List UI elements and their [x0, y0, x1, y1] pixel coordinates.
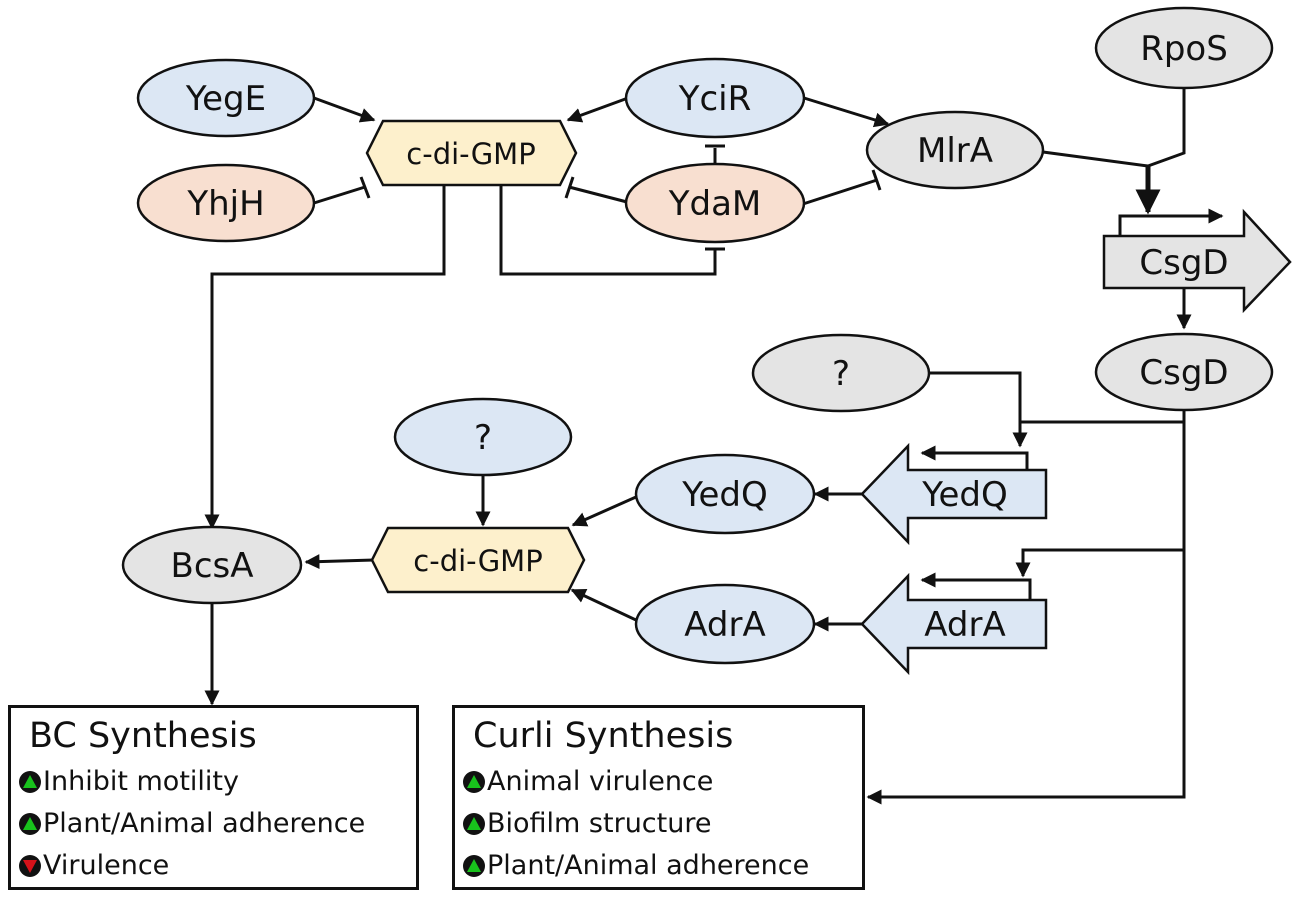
svg-text:YdaM: YdaM	[668, 184, 762, 224]
svg-text:RpoS: RpoS	[1140, 29, 1228, 69]
curli-synthesis-title: Curli Synthesis	[473, 716, 734, 756]
svg-text:MlrA: MlrA	[917, 131, 993, 171]
svg-text:?: ?	[474, 418, 492, 458]
adra-promoter-arrow	[920, 572, 1032, 600]
node-cdigmp-top: c-di-GMP	[365, 119, 578, 187]
edge-yhjh-inhibits-cdigmp	[313, 185, 366, 205]
edge-yhjh-inhibit-bar	[359, 176, 371, 199]
curli-item-plant-animal-adherence: Plant/Animal adherence	[463, 850, 809, 881]
node-csgd-protein: CsgD	[1094, 332, 1274, 412]
node-unknown-center: ?	[393, 397, 573, 477]
up-marker-icon	[463, 812, 485, 835]
node-cdigmp-bottom: c-di-GMP	[370, 526, 586, 594]
edge-ydam-mlra-bar	[871, 169, 882, 191]
bc-item-inhibit-motility: Inhibit motility	[19, 766, 239, 797]
gene-yedq: YedQ	[860, 442, 1048, 546]
node-yege: YegE	[136, 58, 316, 138]
svg-text:AdrA: AdrA	[684, 605, 765, 645]
svg-text:YedQ: YedQ	[921, 475, 1008, 515]
node-bcsa: BcsA	[121, 525, 303, 605]
edge-csgd-to-adra	[1015, 548, 1184, 578]
svg-text:BcsA: BcsA	[171, 546, 254, 586]
svg-text:YegE: YegE	[185, 79, 266, 119]
edge-cdigmp-to-bcsa-bottom	[304, 554, 375, 570]
up-marker-icon	[463, 770, 485, 793]
csgd-promoter-arrow	[1118, 208, 1224, 236]
node-adra-protein: AdrA	[634, 583, 816, 665]
edge-yedq-to-cdigmp	[571, 495, 637, 527]
edge-ydam-inhibits-cdigmp	[568, 185, 628, 204]
svg-text:CsgD: CsgD	[1139, 243, 1228, 283]
bc-synthesis-box: BC Synthesis Inhibit motility Plant/Anim…	[8, 705, 419, 890]
edge-mlra-to-csgd	[1042, 150, 1149, 168]
svg-text:CsgD: CsgD	[1139, 353, 1228, 393]
svg-text:c-di-GMP: c-di-GMP	[406, 137, 535, 171]
up-marker-icon	[463, 854, 485, 877]
curli-synthesis-box: Curli Synthesis Animal virulence Biofilm…	[452, 705, 865, 890]
edge-ycir-to-cdigmp	[566, 96, 629, 123]
yedq-promoter-arrow	[920, 445, 1029, 470]
svg-text:c-di-GMP: c-di-GMP	[413, 544, 542, 578]
svg-text:YedQ: YedQ	[681, 475, 768, 515]
up-marker-icon	[19, 770, 41, 793]
node-yhjh: YhjH	[136, 163, 316, 243]
edge-cdigmp-to-bcsa	[204, 184, 446, 530]
edge-rpos-to-csgd	[1147, 88, 1186, 168]
svg-text:?: ?	[832, 354, 850, 394]
node-ycir: YciR	[624, 57, 806, 139]
edge-unknown-to-yedq	[928, 371, 1028, 448]
svg-text:AdrA: AdrA	[924, 605, 1005, 645]
edge-ydam-inhibit-bar	[564, 176, 575, 199]
edges	[204, 88, 1224, 805]
edge-csgd-to-curli	[866, 408, 1186, 805]
bc-synthesis-title: BC Synthesis	[29, 716, 257, 756]
up-marker-icon	[19, 812, 41, 835]
node-mlra: MlrA	[865, 110, 1045, 190]
svg-text:YhjH: YhjH	[186, 184, 264, 224]
svg-text:YciR: YciR	[678, 79, 752, 119]
edge-yege-to-cdigmp	[313, 96, 376, 123]
edge-adra-to-cdigmp	[570, 588, 637, 622]
gene-csgd: CsgD	[1102, 208, 1292, 314]
edge-cdigmp-inhibits-ydam	[499, 184, 717, 276]
bc-item-virulence: Virulence	[19, 850, 169, 881]
node-rpos: RpoS	[1094, 6, 1274, 90]
edge-ydam-inhibits-mlra	[802, 178, 878, 206]
curli-item-biofilm-structure: Biofilm structure	[463, 808, 711, 839]
node-unknown-right: ?	[751, 333, 931, 413]
node-yedq-protein: YedQ	[634, 453, 816, 535]
gene-adra: AdrA	[860, 572, 1048, 676]
node-ydam: YdaM	[624, 162, 806, 244]
bc-item-plant-animal-adherence: Plant/Animal adherence	[19, 808, 365, 839]
edge-csgd-to-yedq	[1020, 408, 1186, 424]
edge-ycir-to-mlra	[803, 96, 890, 128]
down-marker-icon	[19, 854, 41, 877]
curli-item-animal-virulence: Animal virulence	[463, 766, 713, 797]
